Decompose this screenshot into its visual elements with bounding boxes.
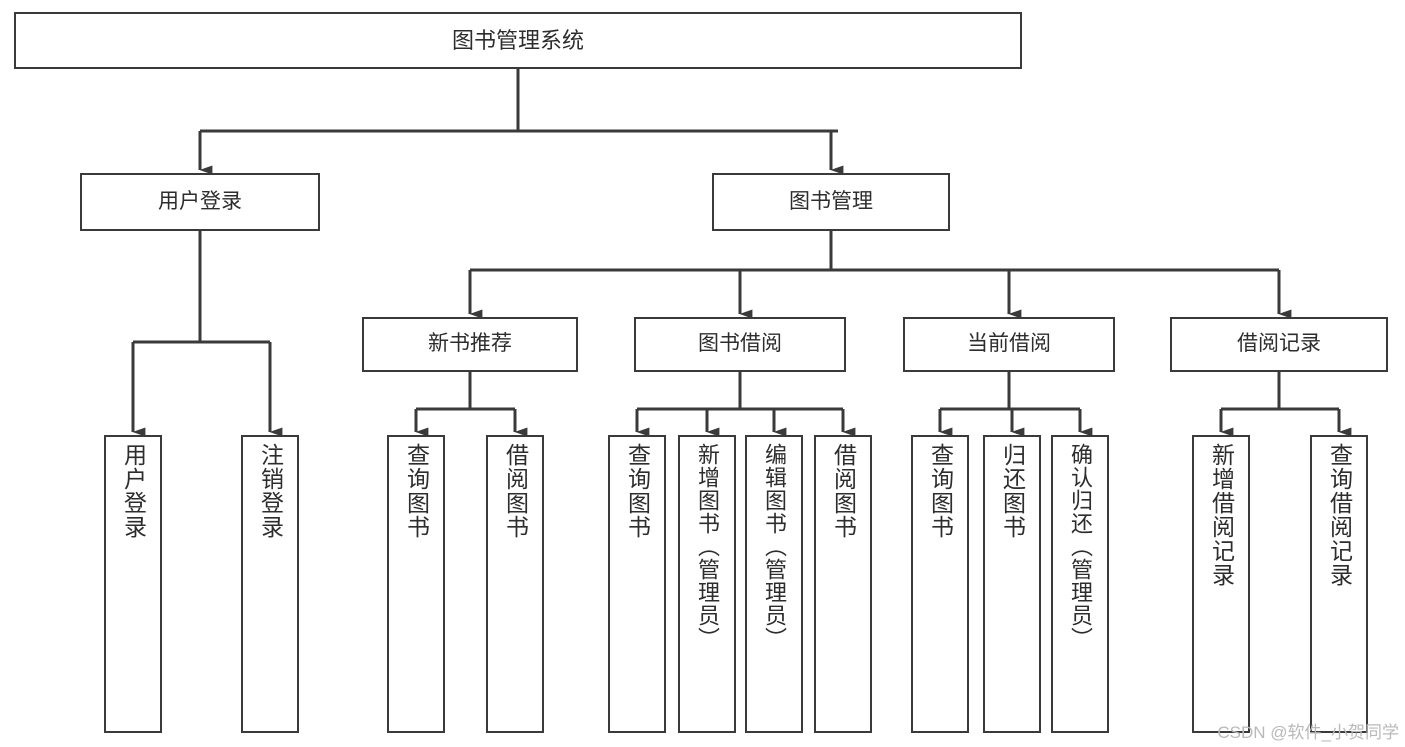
leaf-edit-book-label: 编辑图书（管理员）	[762, 443, 787, 650]
leaf-add-book[interactable]: 新增图书（管理员）	[678, 435, 736, 733]
leaf-user-login-label: 用户登录	[120, 443, 147, 539]
leaf-query-book-1[interactable]: 查询图书	[387, 435, 445, 733]
node-user-login-label: 用户登录	[158, 189, 242, 213]
node-root-label: 图书管理系统	[451, 27, 584, 53]
leaf-logout[interactable]: 注销登录	[241, 435, 299, 733]
leaf-confirm-return[interactable]: 确认归还（管理员）	[1051, 435, 1109, 733]
leaf-borrow-book-2-label: 借阅图书	[830, 443, 857, 539]
leaf-add-record[interactable]: 新增借阅记录	[1192, 435, 1250, 733]
leaf-query-book-3-label: 查询图书	[927, 443, 954, 539]
leaf-edit-book[interactable]: 编辑图书（管理员）	[745, 435, 803, 733]
node-current-borrow-label: 当前借阅	[967, 332, 1051, 356]
leaf-query-book-2[interactable]: 查询图书	[608, 435, 666, 733]
leaf-logout-label: 注销登录	[257, 443, 284, 539]
leaf-query-record-label: 查询借阅记录	[1326, 443, 1353, 587]
leaf-confirm-return-label: 确认归还（管理员）	[1068, 443, 1093, 650]
leaf-query-book-3[interactable]: 查询图书	[911, 435, 969, 733]
leaf-add-book-label: 新增图书（管理员）	[695, 443, 720, 650]
leaf-return-book[interactable]: 归还图书	[983, 435, 1041, 733]
node-root[interactable]: 图书管理系统	[14, 12, 1022, 69]
node-borrow-record-label: 借阅记录	[1237, 332, 1321, 356]
node-book-borrow[interactable]: 图书借阅	[634, 317, 846, 372]
leaf-borrow-book-1[interactable]: 借阅图书	[486, 435, 544, 733]
watermark-text: CSDN @软件_小贺同学	[1217, 723, 1399, 742]
leaf-query-record[interactable]: 查询借阅记录	[1310, 435, 1368, 733]
leaf-add-record-label: 新增借阅记录	[1208, 443, 1235, 587]
node-borrow-record[interactable]: 借阅记录	[1170, 317, 1388, 372]
node-book-management[interactable]: 图书管理	[712, 173, 950, 231]
node-user-login[interactable]: 用户登录	[80, 173, 320, 231]
leaf-borrow-book-1-label: 借阅图书	[502, 443, 529, 539]
leaf-query-book-1-label: 查询图书	[403, 443, 430, 539]
node-current-borrow[interactable]: 当前借阅	[903, 317, 1115, 372]
leaf-borrow-book-2[interactable]: 借阅图书	[814, 435, 872, 733]
leaf-return-book-label: 归还图书	[999, 443, 1026, 539]
leaf-query-book-2-label: 查询图书	[624, 443, 651, 539]
node-book-management-label: 图书管理	[789, 189, 873, 213]
node-new-book-recommend[interactable]: 新书推荐	[362, 317, 578, 372]
node-book-borrow-label: 图书借阅	[698, 332, 782, 356]
node-new-book-recommend-label: 新书推荐	[428, 332, 512, 356]
leaf-user-login[interactable]: 用户登录	[104, 435, 162, 733]
